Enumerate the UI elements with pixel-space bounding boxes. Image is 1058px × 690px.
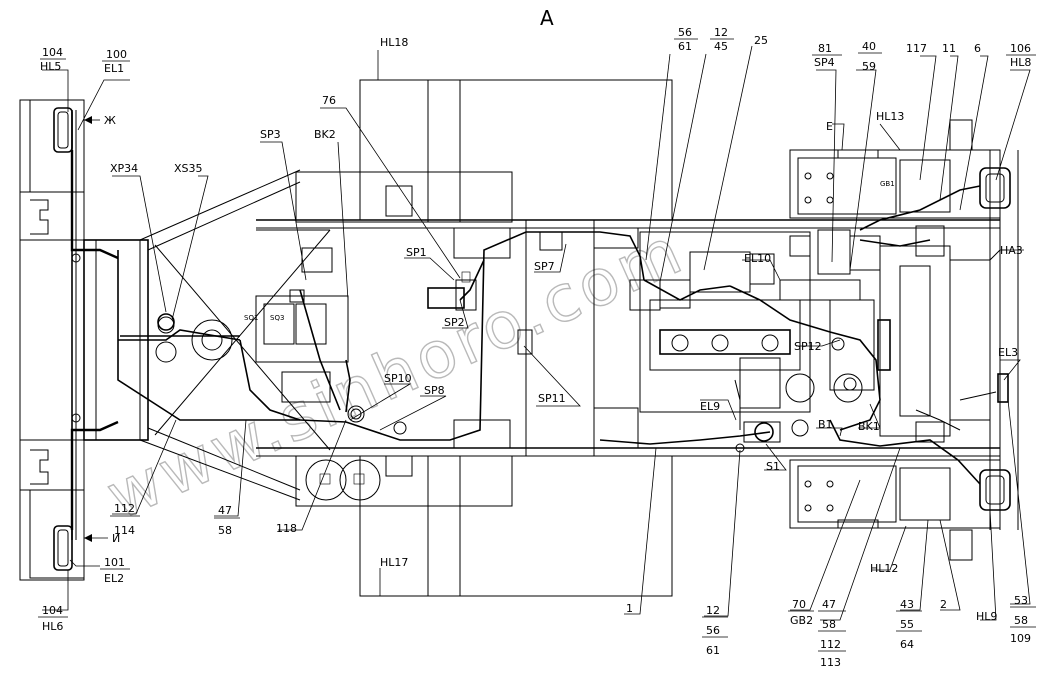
battery-box-gb2 [789,459,1001,561]
label-sp10: SP10 [384,372,412,385]
engine-block [629,229,881,443]
label-12-top: 12 [714,26,728,39]
battery-box-gb1 [789,119,1001,219]
label-el10: EL10 [744,252,771,265]
label-112: 112 [114,502,135,515]
label-zh: Ж [104,114,116,127]
label-gb2: GB2 [790,614,813,627]
label-hl8: HL8 [1010,56,1031,69]
label-hl12: HL12 [870,562,898,575]
label-100: 100 [106,48,127,61]
label-58-bottom: 58 [822,618,836,631]
label-sp8: SP8 [424,384,445,397]
label-hl13: HL13 [876,110,904,123]
label-64: 64 [900,638,914,651]
label-sp12: SP12 [794,340,822,353]
label-sp3: SP3 [260,128,281,141]
label-6: 6 [974,42,981,55]
label-el2: EL2 [104,572,124,585]
radiator [877,225,990,443]
headlamp-hl5 [53,107,73,153]
label-76: 76 [322,94,336,107]
label-xs35: XS35 [174,162,203,175]
label-61-top: 61 [678,40,692,53]
label-sp11: SP11 [538,392,566,405]
rear-lamp-hl9 [979,469,1011,511]
label-53: 53 [1014,594,1028,607]
label-109: 109 [1010,632,1031,645]
label-sp1: SP1 [406,246,427,259]
label-12-bottom: 12 [706,604,720,617]
label-43: 43 [900,598,914,611]
label-hl17: HL17 [380,556,408,569]
label-70: 70 [792,598,806,611]
label-114: 114 [114,524,135,537]
leader-lines [42,45,1031,621]
frame-rails [256,219,1000,457]
label-56-top: 56 [678,26,692,39]
label-ha3: HA3 [1000,244,1023,257]
lamp-el3 [997,373,1009,403]
arrow-i-icon [84,534,92,542]
relay-block [255,229,349,403]
label-112-bottom: 112 [820,638,841,651]
label-bk2: BK2 [314,128,336,141]
label-hl18: HL18 [380,36,408,49]
label-sp2: SP2 [444,316,465,329]
label-1: 1 [626,602,633,615]
label-59: 59 [862,60,876,73]
label-11: 11 [942,42,956,55]
label-b1: B1 [818,418,833,431]
headlamp-hl6 [53,525,73,571]
label-25: 25 [754,34,768,47]
label-118: 118 [276,522,297,535]
label-el1: EL1 [104,62,124,75]
label-58-right: 58 [1014,614,1028,627]
label-58-left: 58 [218,524,232,537]
label-sq1: SQ1 [244,314,258,322]
label-47-bottom: 47 [822,598,836,611]
label-117: 117 [906,42,927,55]
label-101: 101 [104,556,125,569]
label-hl6: HL6 [42,620,63,633]
label-40: 40 [862,40,876,53]
label-104-top: 104 [42,46,63,59]
label-sq3: SQ3 [270,314,284,322]
label-45: 45 [714,40,728,53]
diagonal-frame [139,169,331,501]
label-xp34: XP34 [110,162,138,175]
label-2: 2 [940,598,947,611]
label-sp4: SP4 [814,56,835,69]
label-104-bottom: 104 [42,604,63,617]
label-106: 106 [1010,42,1031,55]
view-title: А [540,6,554,30]
label-113: 113 [820,656,841,669]
label-hl5: HL5 [40,60,61,73]
wiring-harness [70,150,1001,530]
label-gb1: GB1 [880,180,895,188]
label-el9: EL9 [700,400,720,413]
label-e-mark: Е [826,120,833,133]
label-el3: EL3 [998,346,1018,359]
callout-labels: 104 HL5 100 EL1 Ж XP34 XS35 SP3 BK2 HL18… [38,26,1036,669]
label-61-bottom: 61 [706,644,720,657]
arrow-zh-icon [84,116,92,124]
label-sp7: SP7 [534,260,555,273]
label-47-left: 47 [218,504,232,517]
label-81: 81 [818,42,832,55]
label-s1: S1 [766,460,780,473]
label-i-mark: И [112,532,120,545]
label-56-bottom: 56 [706,624,720,637]
label-55: 55 [900,618,914,631]
rear-lamp-hl8 [979,167,1011,209]
rear-frame [960,150,1019,530]
label-hl9: HL9 [976,610,997,623]
label-bk1: BK1 [858,420,880,433]
